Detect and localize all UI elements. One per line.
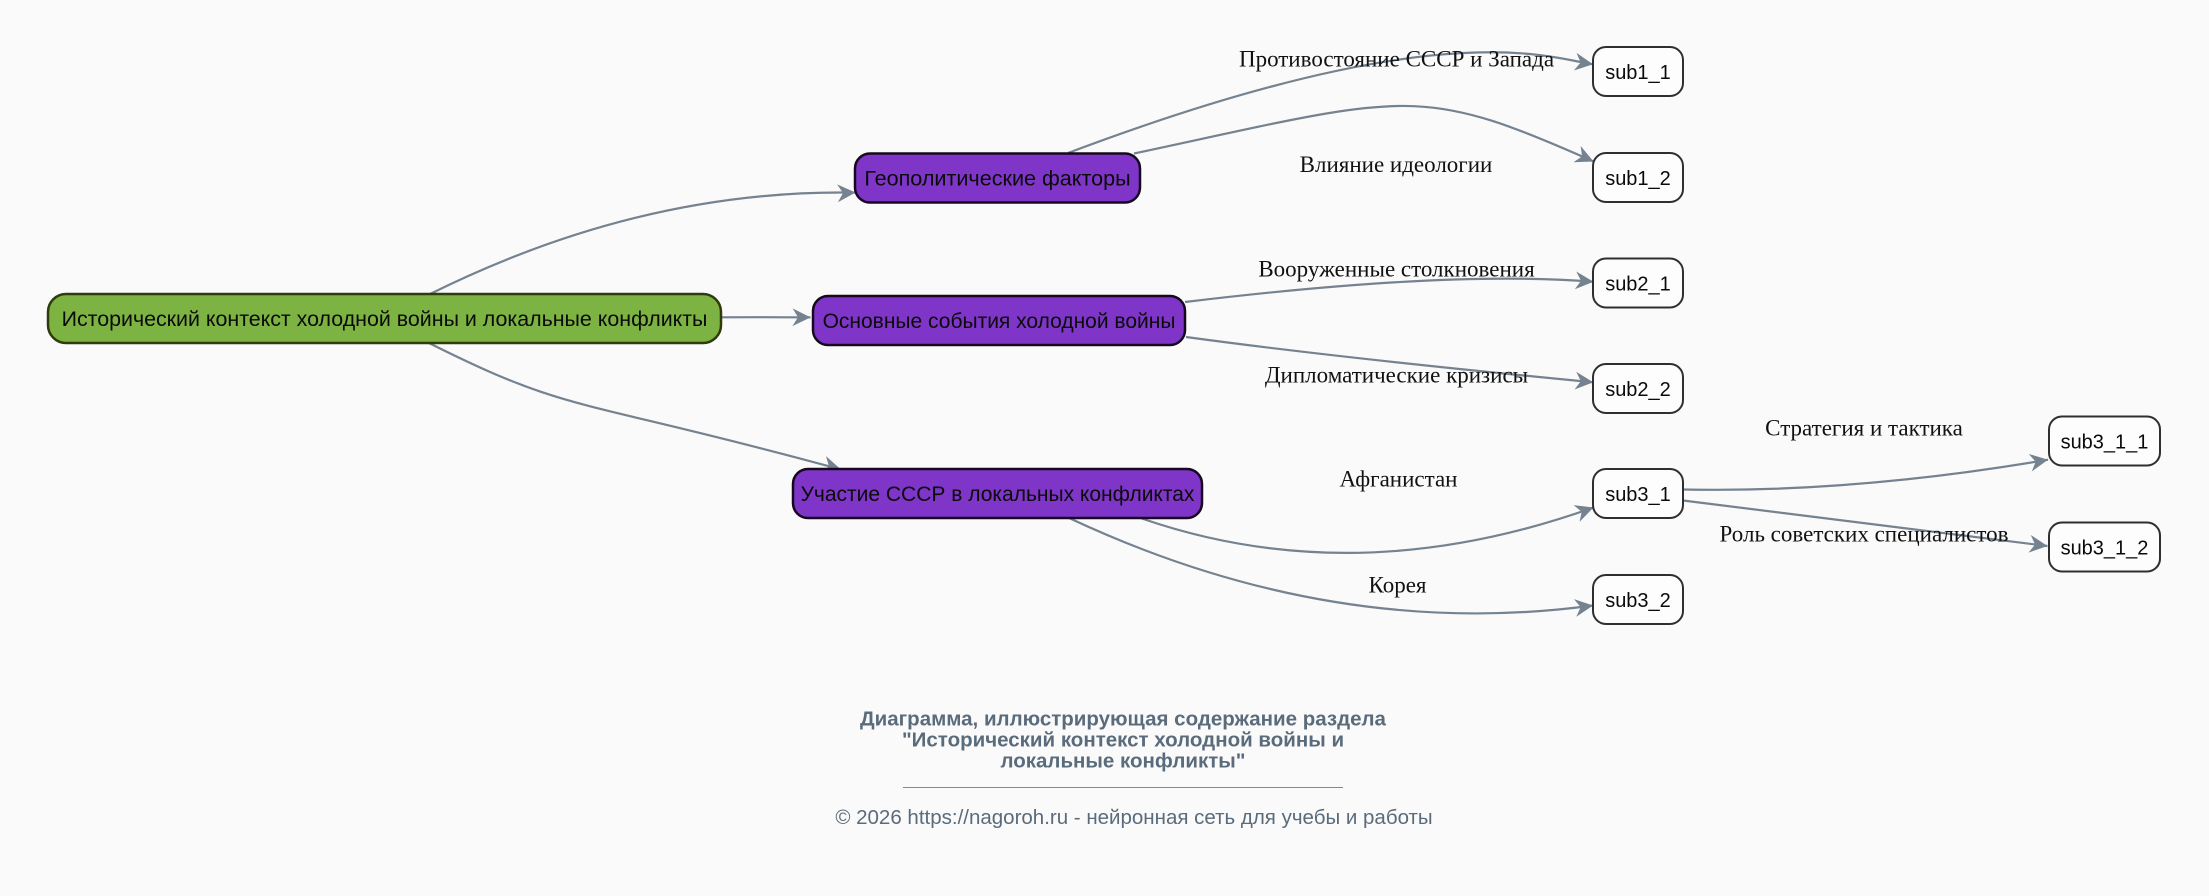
svg-text:Участие СССР в локальных конфл: Участие СССР в локальных конфликтах [801, 483, 1195, 506]
svg-text:sub2_1: sub2_1 [1605, 274, 1671, 296]
svg-text:Влияние идеологии: Влияние идеологии [1300, 152, 1493, 177]
svg-text:Роль советских специалистов: Роль советских специалистов [1720, 522, 2009, 547]
svg-text:Афганистан: Афганистан [1340, 467, 1458, 492]
svg-text:sub3_1_2: sub3_1_2 [2061, 538, 2149, 560]
svg-text:Корея: Корея [1369, 573, 1427, 598]
svg-text:sub3_1_1: sub3_1_1 [2061, 432, 2149, 454]
svg-text:© 2026 https://nagoroh.ru - не: © 2026 https://nagoroh.ru - нейронная се… [835, 806, 1432, 829]
svg-text:Стратегия и тактика: Стратегия и тактика [1765, 416, 1963, 441]
svg-text:sub3_2: sub3_2 [1605, 590, 1671, 612]
svg-text:Дипломатические кризисы: Дипломатические кризисы [1265, 363, 1528, 388]
svg-text:Диаграмма, иллюстрирующая соде: Диаграмма, иллюстрирующая содержание раз… [860, 708, 1387, 731]
svg-text:"Исторический контекст холодно: "Исторический контекст холодной войны и [902, 729, 1344, 752]
svg-text:sub3_1: sub3_1 [1605, 484, 1671, 506]
svg-text:Вооруженные столкновения: Вооруженные столкновения [1258, 257, 1535, 282]
svg-text:sub2_2: sub2_2 [1605, 379, 1671, 401]
svg-text:Исторический контекст холодной: Исторический контекст холодной войны и л… [62, 307, 708, 331]
svg-text:локальные конфликты": локальные конфликты" [1000, 750, 1245, 773]
svg-text:Противостояние СССР и Запада: Противостояние СССР и Запада [1239, 47, 1554, 72]
svg-text:Геополитические факторы: Геополитические факторы [864, 166, 1130, 191]
svg-text:sub1_1: sub1_1 [1605, 62, 1671, 84]
svg-text:sub1_2: sub1_2 [1605, 168, 1671, 190]
svg-text:Основные события холодной войн: Основные события холодной войны [823, 310, 1176, 333]
